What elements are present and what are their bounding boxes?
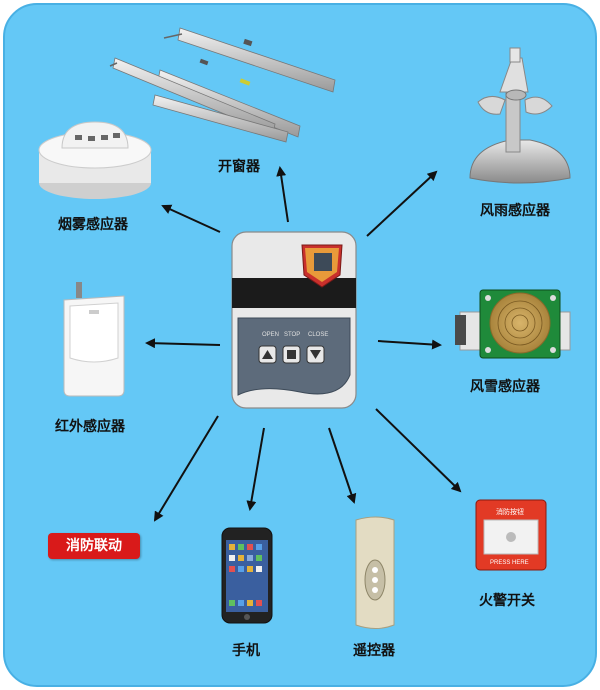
fire-linkage-badge: 消防联动 <box>48 533 140 559</box>
label-wind-snow-sensor: 风雪感应器 <box>470 379 540 395</box>
fire-alarm-switch-image: 消防按钮 PRESS HERE <box>475 499 547 571</box>
arrow-to-window-opener <box>276 166 289 223</box>
remote-image <box>355 516 395 629</box>
label-fire-alarm-switch: 火警开关 <box>479 593 535 609</box>
arrow-to-remote <box>328 427 357 504</box>
label-wind-rain-sensor: 风雨感应器 <box>480 203 550 219</box>
infrared-sensor-image <box>63 282 125 397</box>
arrow-to-smoke-sensor <box>161 204 221 233</box>
fire-alarm-box-bottom-text: PRESS HERE <box>490 560 529 566</box>
label-smoke-sensor: 烟雾感应器 <box>58 217 128 233</box>
arrow-to-wind-snow-sensor <box>377 339 442 350</box>
controller-open-label: OPEN <box>262 332 279 338</box>
arrow-to-phone <box>246 427 265 511</box>
phone-image <box>221 527 273 624</box>
arrow-to-infrared-sensor <box>145 338 221 349</box>
arrow-to-fire-alarm-switch <box>375 408 462 493</box>
connector-arrows <box>145 166 462 522</box>
controller-close-label: CLOSE <box>308 332 328 338</box>
arrow-to-wind-rain-sensor <box>366 170 438 237</box>
smoke-sensor-image <box>38 121 152 199</box>
label-window-opener: 开窗器 <box>218 159 260 175</box>
fire-alarm-box-top-text: 消防按钮 <box>496 507 524 516</box>
arrow-to-fire-linkage <box>153 415 219 522</box>
window-opener-image <box>109 27 336 143</box>
label-remote: 遥控器 <box>353 643 395 659</box>
controller-device: OPEN STOP CLOSE <box>231 231 357 409</box>
label-phone: 手机 <box>232 643 260 659</box>
wind-rain-sensor-image <box>469 47 571 184</box>
controller-stop-label: STOP <box>284 332 300 338</box>
wind-snow-sensor-image <box>455 289 571 359</box>
label-infrared-sensor: 红外感应器 <box>55 419 125 435</box>
